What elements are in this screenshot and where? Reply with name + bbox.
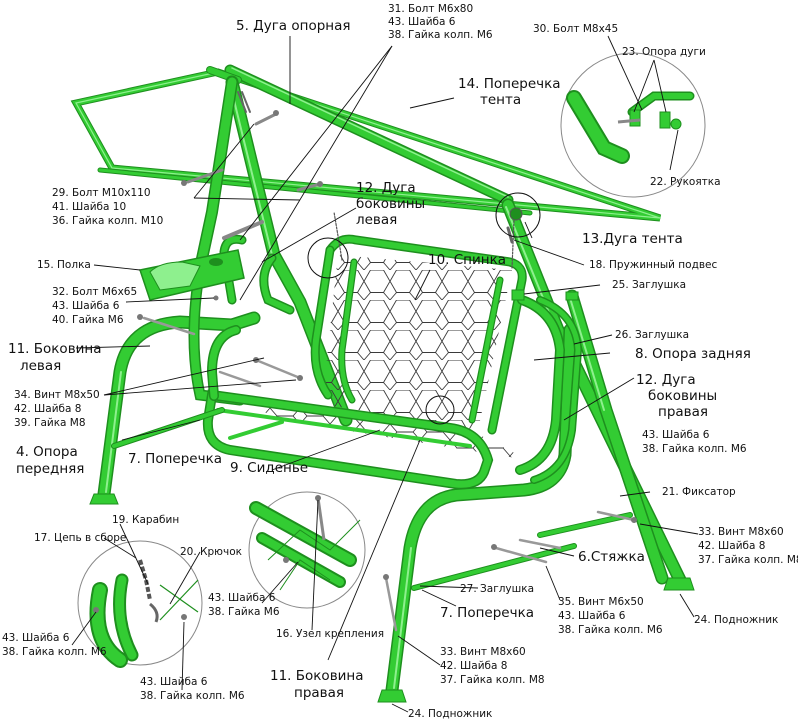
label-shayba-6-c: 43. Шайба 6 (208, 592, 276, 604)
label-fiksator: 21. Фиксатор (662, 486, 736, 498)
label-sidenie: 9. Сиденье (230, 460, 308, 476)
part-labels: 5. Дуга опорная 31. Болт М6х80 43. Шайба… (2, 3, 798, 720)
label-styazhka: 6.Стяжка (578, 549, 645, 565)
leader-lines (71, 35, 699, 713)
label-gayka-m6-d: 38. Гайка колп. М6 (558, 624, 663, 636)
label-opora-perednyaya-2: передняя (16, 461, 84, 477)
label-gayka-m8-b: 37. Гайка колп. М8 (440, 674, 545, 686)
label-shayba-10: 41. Шайба 10 (52, 201, 126, 213)
detail-chain-hook (77, 540, 203, 668)
label-shayba-8-r: 42. Шайба 8 (698, 540, 765, 552)
label-duga-tenta: 13.Дуга тента (582, 231, 683, 247)
detail-arch-support (560, 52, 706, 198)
label-bokovina-l-2: левая (20, 358, 61, 374)
swing-seat (202, 211, 583, 490)
label-shayba-8-a: 42. Шайба 8 (14, 403, 81, 415)
label-gayka-m6-e: 38. Гайка колп. М6 (2, 646, 107, 658)
label-shayba-6-top: 43. Шайба 6 (388, 16, 456, 28)
label-duga-bokoviny-r-3: правая (658, 404, 708, 420)
label-gayka-m6-top: 38. Гайка колп. М6 (388, 29, 493, 41)
shelf (139, 249, 245, 301)
label-poperechka-tenta-1: 14. Поперечка (458, 76, 561, 92)
label-bolt-m6x65: 32. Болт М6х65 (52, 286, 137, 298)
label-shayba-6-b: 43. Шайба 6 (642, 429, 710, 441)
detail-markers (307, 192, 541, 425)
label-gayka-m10: 36. Гайка колп. М10 (52, 215, 163, 227)
label-duga-bokoviny-r-2: боковины (648, 388, 717, 404)
feet (89, 289, 695, 703)
label-gayka-m6-a: 40. Гайка М6 (52, 314, 124, 326)
label-shayba-6-f: 43. Шайба 6 (140, 676, 208, 688)
label-opora-perednyaya-1: 4. Опора (16, 444, 78, 460)
label-poperechka-7-top: 7. Поперечка (128, 451, 222, 467)
label-shayba-6-a: 43. Шайба 6 (52, 300, 120, 312)
label-opora-zadnyaya: 8. Опора задняя (635, 346, 751, 362)
label-spinka: 10. Спинка (428, 252, 506, 268)
fasteners (137, 91, 637, 632)
label-vint-m8x60-r: 33. Винт М8х60 (698, 526, 784, 538)
label-gayka-m6-b: 38. Гайка колп. М6 (642, 443, 747, 455)
label-zaglushka-25: 25. Заглушка (612, 279, 686, 291)
label-shayba-6-e: 43. Шайба 6 (2, 632, 70, 644)
label-gayka-m8-a: 39. Гайка М8 (14, 417, 86, 429)
label-gayka-m8-r: 37. Гайка колп. М8 (698, 554, 798, 566)
label-karabin: 19. Карабин (112, 514, 179, 526)
label-vint-m6x50: 35. Винт М6х50 (558, 596, 644, 608)
label-bolt-m8x45: 30. Болт М8х45 (533, 23, 618, 35)
label-pruzhinny-podves: 18. Пружинный подвес (589, 259, 717, 271)
label-gayka-m6-f: 38. Гайка колп. М6 (140, 690, 245, 702)
label-bolt-m10x110: 29. Болт М10х110 (52, 187, 151, 199)
label-duga-bokoviny-l-2: боковины (356, 196, 425, 212)
label-podnozhnik-r: 24. Подножник (694, 614, 778, 626)
label-bokovina-l-1: 11. Боковина (8, 341, 102, 357)
label-uzel-krepleniya: 16. Узел крепления (276, 628, 384, 640)
label-shayba-6-d: 43. Шайба 6 (558, 610, 626, 622)
label-rukoyatka: 22. Рукоятка (650, 176, 721, 188)
label-bolt-m6x80: 31. Болт М6х80 (388, 3, 473, 15)
label-zaglushka-26: 26. Заглушка (615, 329, 689, 341)
label-vint-m8x60-b: 33. Винт М8х60 (440, 646, 526, 658)
label-zaglushka-27: 27. Заглушка (460, 583, 534, 595)
canopy-frame (70, 64, 662, 222)
label-duga-bokoviny-l-3: левая (356, 212, 397, 228)
label-bokovina-r-2: правая (294, 685, 344, 701)
label-duga-opornaya: 5. Дуга опорная (236, 18, 351, 34)
label-shayba-8-b: 42. Шайба 8 (440, 660, 507, 672)
label-polka: 15. Полка (37, 259, 91, 271)
label-gayka-m6-c: 38. Гайка М6 (208, 606, 280, 618)
label-bokovina-r-1: 11. Боковина (270, 668, 364, 684)
detail-mounting-node (248, 491, 366, 609)
label-duga-bokoviny-l-1: 12. Дуга (356, 180, 416, 196)
label-poperechka-7-bot: 7. Поперечка (440, 605, 534, 621)
label-poperechka-tenta-2: тента (480, 92, 521, 108)
label-cep-v-sbore: 17. Цепь в сборе (34, 532, 126, 544)
label-vint-m8x50: 34. Винт М8х50 (14, 389, 100, 401)
label-duga-bokoviny-r-1: 12. Дуга (636, 372, 696, 388)
label-podnozhnik-b: 24. Подножник (408, 708, 492, 720)
label-kryuchok: 20. Крючок (180, 546, 242, 558)
label-opora-dugi: 23. Опора дуги (622, 46, 706, 58)
